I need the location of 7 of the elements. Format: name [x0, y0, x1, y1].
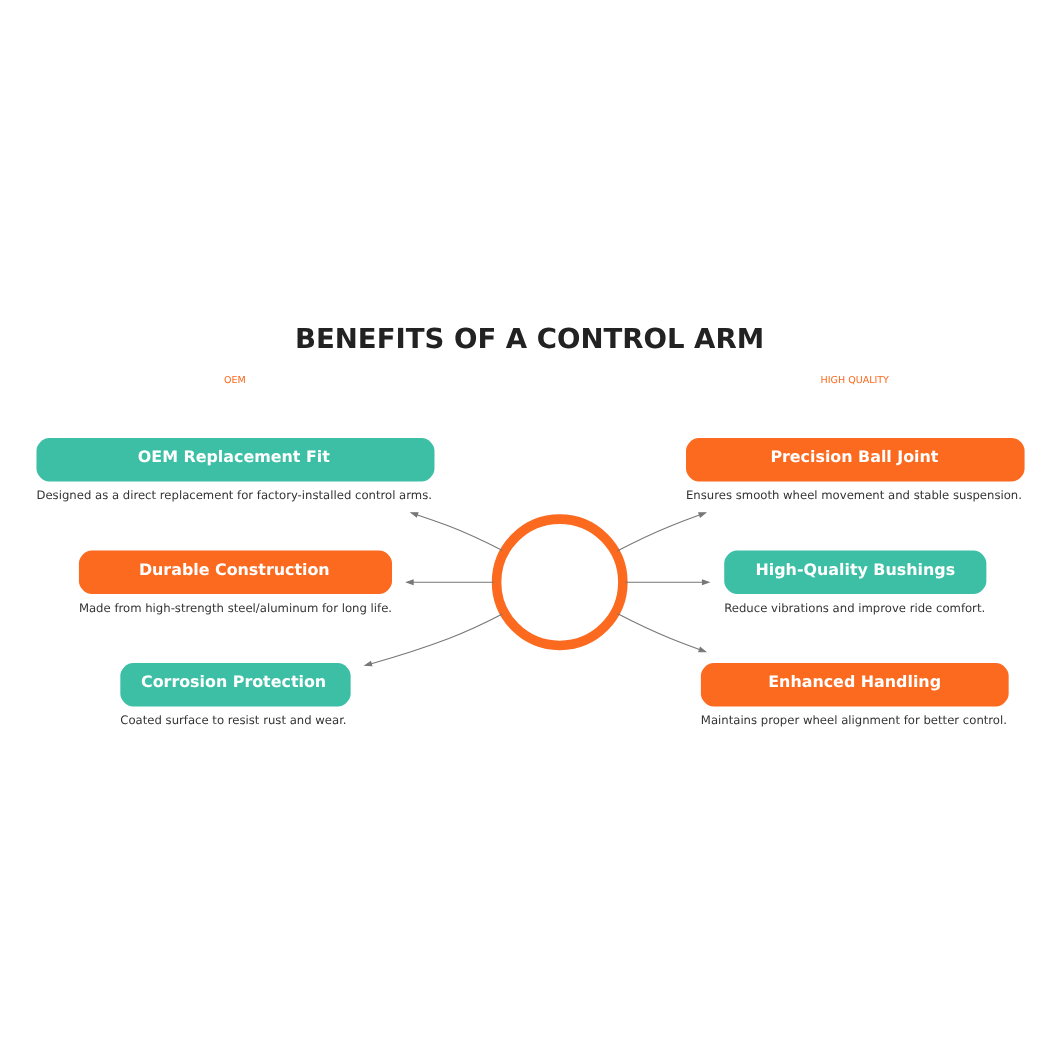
arrow: [409, 512, 503, 552]
diagram-title: BENEFITS OF A CONTROL ARM: [294, 323, 765, 356]
arrow: [363, 613, 503, 667]
arrow: [616, 613, 708, 653]
arrow: [405, 579, 495, 586]
arrow: [616, 512, 708, 552]
arrow: [624, 579, 711, 586]
